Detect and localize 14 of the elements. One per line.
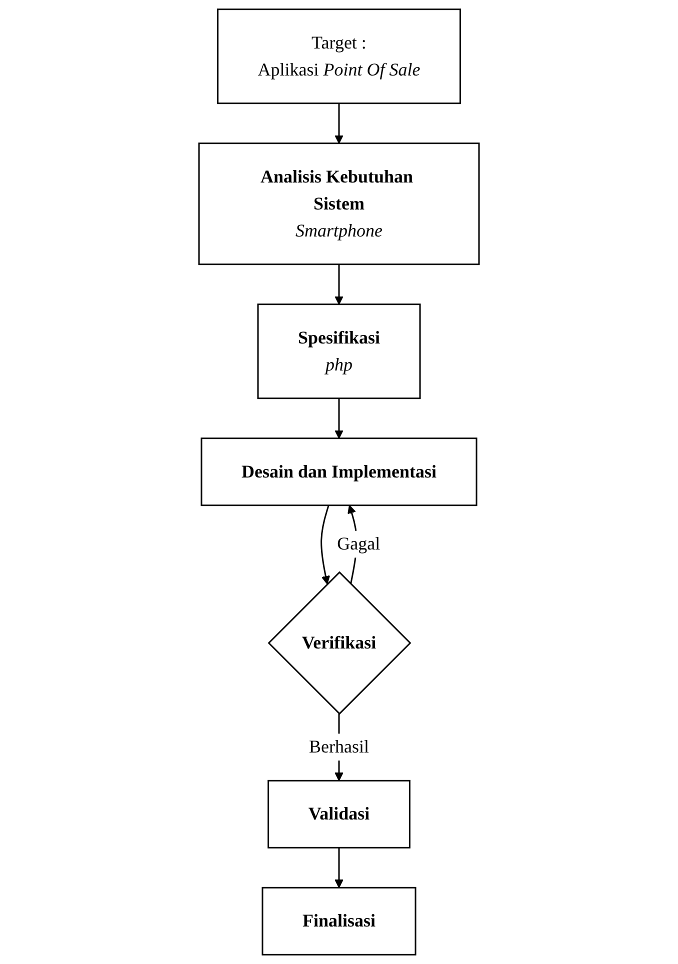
- arrow: [334, 103, 344, 144]
- arrow: [334, 848, 344, 888]
- arrow: [320, 505, 330, 584]
- node-box: Spesifikasi php: [257, 304, 421, 400]
- node-box: Finalisasi: [262, 886, 416, 956]
- node-box: Desain dan Implementasi: [200, 438, 478, 506]
- node-box: Validasi: [268, 780, 410, 848]
- arrow: [334, 264, 344, 305]
- edge-label: Gagal: [337, 534, 380, 554]
- arrow: [334, 398, 344, 439]
- edge-label: Berhasil: [309, 736, 369, 757]
- node-box: Target : Aplikasi Point Of Sale: [217, 8, 461, 104]
- node-box: Analisis Kebutuhan Sistem Smartphone: [198, 142, 480, 266]
- node-diamond: Verifikasi: [268, 571, 412, 715]
